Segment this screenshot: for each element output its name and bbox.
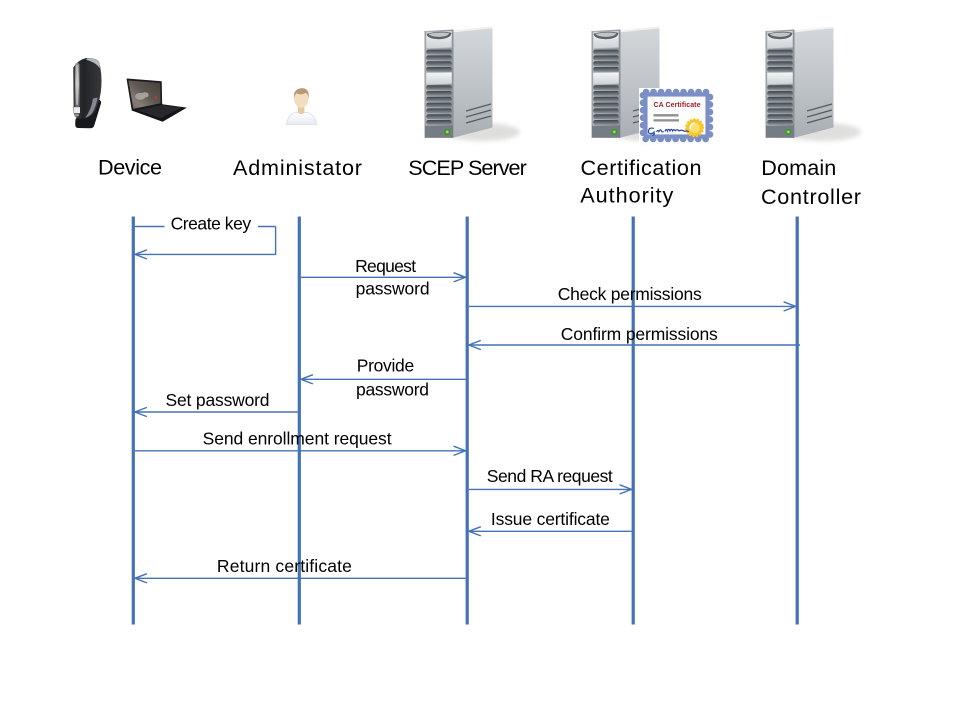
svg-text:Provide: Provide bbox=[357, 356, 415, 376]
svg-text:Domain: Domain bbox=[761, 155, 836, 180]
svg-text:Create key: Create key bbox=[171, 214, 252, 234]
svg-text:CA Certificate: CA Certificate bbox=[654, 102, 701, 109]
svg-text:Authority: Authority bbox=[580, 182, 673, 207]
svg-text:password: password bbox=[356, 380, 429, 400]
svg-text:Set password: Set password bbox=[166, 390, 270, 410]
svg-text:Administator: Administator bbox=[233, 155, 362, 180]
svg-text:password: password bbox=[356, 279, 430, 299]
svg-text:Return certificate: Return certificate bbox=[217, 556, 352, 576]
svg-text:Issue certificate: Issue certificate bbox=[491, 509, 610, 529]
svg-text:Send enrollment request: Send enrollment request bbox=[203, 429, 392, 449]
svg-text:Certification: Certification bbox=[581, 155, 702, 180]
svg-text:Send RA request: Send RA request bbox=[487, 466, 613, 486]
svg-text:Request: Request bbox=[355, 256, 416, 276]
svg-text:Check permissions: Check permissions bbox=[558, 284, 702, 304]
svg-text:Controller: Controller bbox=[761, 184, 861, 209]
svg-text:Confirm permissions: Confirm permissions bbox=[561, 324, 718, 344]
svg-text:Device: Device bbox=[98, 155, 162, 180]
svg-text:SCEP Server: SCEP Server bbox=[408, 155, 527, 180]
